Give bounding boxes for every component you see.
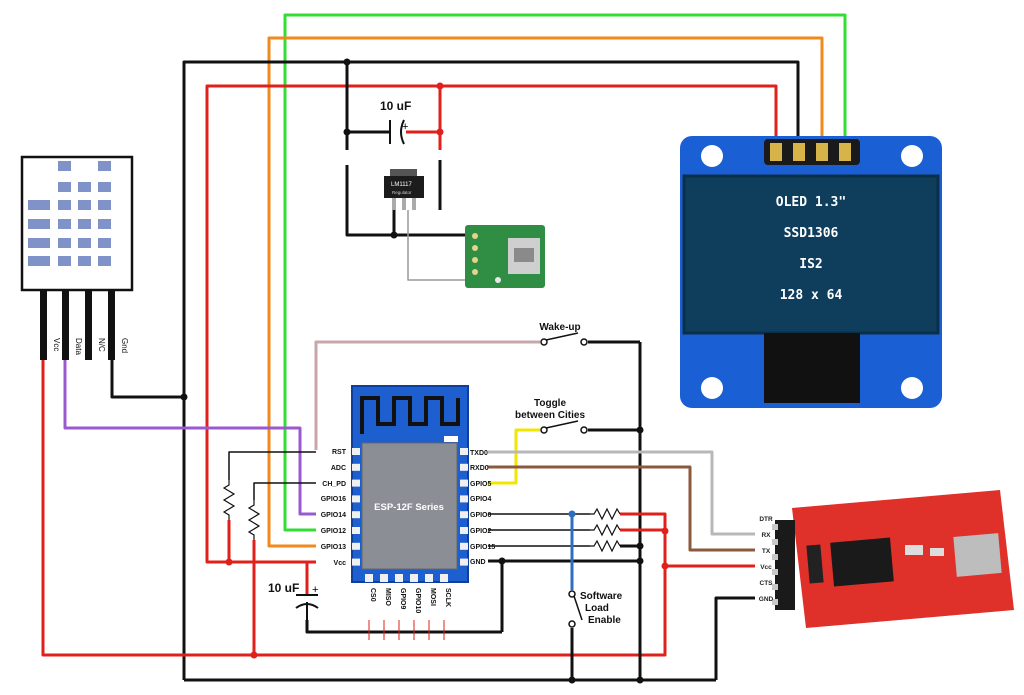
wire-yellow-gpio5-toggle	[488, 428, 540, 485]
esp-pin-gpio2: GPIO2	[470, 528, 492, 535]
wire-gray-reg-usb	[407, 210, 476, 281]
wire-red-sensor-vcc	[41, 360, 667, 657]
ftdi-pin-labels: DTR RX TX Vcc CTS GND	[759, 516, 774, 603]
esp-pin-adc: ADC	[331, 465, 346, 472]
oled-line-4: 128 x 64	[780, 288, 843, 303]
capacitor-top-label: 10 uF	[380, 99, 411, 113]
resistor-gpio2	[590, 523, 621, 537]
oled-line-2: SSD1306	[784, 226, 839, 241]
wire-gray-txd0-ftdi	[488, 450, 755, 536]
wire-black-sensor-gnd	[110, 360, 184, 399]
esp-pin-mosi: MOSI	[429, 588, 436, 606]
esp-pin-chpd: CH_PD	[322, 481, 346, 488]
esp-pin-vcc: Vcc	[334, 560, 347, 567]
esp-pin-gpio10: GPIO10	[414, 588, 421, 613]
capacitor-bottom-label: 10 uF	[268, 581, 299, 595]
esp-pin-rxd0: RXD0	[470, 465, 489, 472]
esp-pin-rst: RST	[332, 449, 347, 456]
wire-red-vcc-cap	[305, 560, 316, 595]
esp-pin-cs0: CS0	[369, 588, 376, 602]
oled-line-3: IS2	[799, 257, 822, 272]
switch-wakeup-label: Wake-up	[539, 322, 580, 333]
esp-pin-gpio4: GPIO4	[470, 496, 492, 503]
junctions-red	[225, 82, 669, 659]
capacitor-bottom-plus: +	[312, 584, 318, 596]
dht-sensor: Vcc Data N/C Gnd	[20, 155, 134, 360]
switch-soft-label-1: Software	[580, 591, 623, 602]
ftdi-pin-cts: CTS	[760, 580, 774, 587]
esp-pin-gpio12: GPIO12	[321, 528, 346, 535]
resistor-gpio0	[590, 507, 621, 521]
wire-red-gpio0-pull	[620, 512, 667, 531]
ftdi-pin-tx: TX	[762, 548, 771, 555]
esp-pin-sclk: SCLK	[444, 588, 451, 607]
esp-pin-gpio9: GPIO9	[399, 588, 406, 610]
wire-black-ftdi-gnd	[714, 596, 755, 680]
esp-pin-gpio16: GPIO16	[321, 496, 346, 503]
esp-right-pins: TXD0 RXD0 GPIO5 GPIO4 GPIO0 GPIO2 GPIO15…	[470, 450, 495, 566]
sensor-pin-vcc: Vcc	[52, 338, 61, 351]
regulator-label: LM1117	[391, 182, 412, 188]
junction-blue	[568, 510, 576, 518]
wire-black-gnd-main	[182, 60, 800, 680]
esp-bottom-pins: CS0 MISO GPIO9 GPIO10 MOSI SCLK	[368, 588, 451, 640]
esp-pin-gpio5: GPIO5	[470, 481, 492, 488]
capacitor-top-plus: +	[402, 121, 408, 133]
esp-pin-txd0: TXD0	[470, 450, 488, 457]
wire-pink-rst-wakeup	[314, 340, 540, 450]
switch-toggle-cities: Toggle between Cities	[515, 398, 588, 434]
ftdi-pin-gnd: GND	[759, 596, 774, 603]
capacitor-bottom: 10 uF +	[268, 581, 319, 620]
ftdi-adapter: DTR RX TX Vcc CTS GND	[759, 490, 1014, 628]
esp-left-pins: RST ADC CH_PD GPIO16 GPIO14 GPIO12 GPIO1…	[321, 449, 347, 567]
wire-green-gpio12-oled	[283, 13, 847, 532]
resistor-gpio15	[590, 539, 621, 553]
oled-line-1: OLED 1.3"	[776, 195, 846, 210]
esp-pin-gpio14: GPIO14	[321, 512, 346, 519]
switch-soft-label-2: Load	[585, 603, 609, 614]
resistor-chpd	[247, 500, 261, 540]
esp-module: ESP-12F Series	[351, 385, 469, 583]
sensor-pin-gnd: Gnd	[120, 338, 129, 353]
resistors	[222, 480, 621, 553]
switch-software-load: Software Load Enable	[568, 590, 623, 628]
wires	[41, 13, 847, 682]
junctions	[180, 58, 644, 684]
sensor-pin-data: Data	[74, 338, 83, 355]
wire-black-cap-bottom	[305, 620, 502, 634]
wire-brown-rxd0-ftdi	[488, 465, 755, 552]
wire-chpd-resistor	[253, 482, 316, 500]
ftdi-pin-vcc: Vcc	[760, 564, 772, 571]
wire-rst-resistor	[228, 451, 316, 480]
oled-display: OLED 1.3" SSD1306 IS2 128 x 64	[680, 136, 942, 408]
switch-wakeup: Wake-up	[539, 322, 588, 346]
wire-orange-gpio13-oled	[267, 36, 824, 548]
esp-pin-miso: MISO	[384, 588, 391, 606]
capacitor-top: 10 uF +	[380, 99, 411, 145]
wire-purple-sensor-data	[63, 360, 316, 516]
wire-black-reg-gnd	[345, 165, 475, 237]
wire-red-vcc-main	[205, 84, 778, 564]
esp-pin-gpio15: GPIO15	[470, 544, 495, 551]
switch-toggle-label-1: Toggle	[534, 398, 566, 409]
esp-pin-gnd: GND	[470, 559, 486, 566]
switch-toggle-label-2: between Cities	[515, 410, 585, 421]
regulator: LM1117 Regulator	[384, 169, 424, 210]
ftdi-pin-dtr: DTR	[759, 516, 773, 523]
resistor-rst	[222, 480, 236, 520]
usb-breakout	[465, 225, 545, 288]
esp-pin-gpio13: GPIO13	[321, 544, 346, 551]
esp-pin-gpio0: GPIO0	[470, 512, 492, 519]
sensor-pin-nc: N/C	[97, 338, 106, 352]
esp-title: ESP-12F Series	[374, 502, 444, 513]
ftdi-pin-rx: RX	[761, 532, 771, 539]
regulator-sublabel: Regulator	[392, 190, 412, 195]
switch-soft-label-3: Enable	[588, 615, 621, 626]
